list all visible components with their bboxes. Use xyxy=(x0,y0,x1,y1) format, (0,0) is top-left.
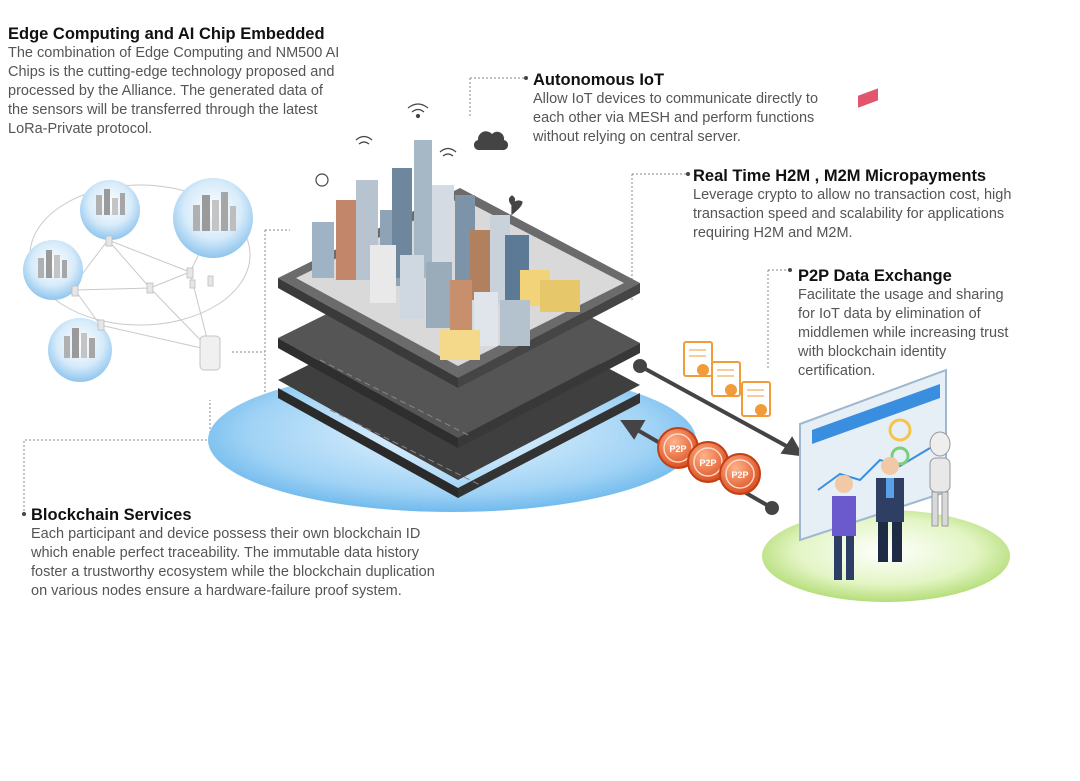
p2p-coin: P2P xyxy=(719,453,761,495)
city-bubble xyxy=(173,178,253,258)
autonomous-line: Allow IoT devices to communicate directl… xyxy=(533,91,819,107)
bullet xyxy=(686,172,690,176)
city-bubble xyxy=(23,240,83,300)
data-exchange-arrow xyxy=(633,359,804,457)
person-businessman xyxy=(876,457,904,562)
blockchain-line: on various nodes ensure a hardware-failu… xyxy=(31,583,402,599)
svg-text:P2P: P2P xyxy=(669,444,686,454)
edge-computing-title: Edge Computing and AI Chip Embedded xyxy=(8,25,325,43)
city-bubble xyxy=(80,180,140,240)
bullet xyxy=(524,76,528,80)
person-user xyxy=(832,475,856,580)
blockchain-line: foster a trustworthy ecosystem while the… xyxy=(31,564,435,580)
svg-text:P2P: P2P xyxy=(731,470,748,480)
edge-line: The combination of Edge Computing and NM… xyxy=(8,45,340,61)
p2p-data-exchange-title: P2P Data Exchange xyxy=(798,267,952,285)
edge-line: the sensors will be transferred through … xyxy=(8,102,318,118)
edge-network xyxy=(23,178,253,382)
micropayments-title: Real Time H2M , M2M Micropayments xyxy=(693,167,987,185)
robot-icon xyxy=(929,431,951,527)
gateway-device xyxy=(199,335,221,371)
cloud-icon xyxy=(473,131,509,151)
edge-line: Chips is the cutting-edge technology pro… xyxy=(8,64,335,80)
edge-line: processed by the Alliance. The generated… xyxy=(8,83,323,99)
micropayments-line: transaction speed and scalability for ap… xyxy=(693,206,1005,222)
blockchain-line: Each participant and device possess thei… xyxy=(31,526,421,542)
p2p-line: certification. xyxy=(798,363,876,379)
blockchain-services-title: Blockchain Services xyxy=(31,506,192,524)
certificate-documents xyxy=(683,341,771,417)
globe-icon xyxy=(315,173,329,187)
micropayments-line: requiring H2M and M2M. xyxy=(693,225,853,241)
heart-icon xyxy=(508,195,523,216)
p2p-data-exchange-block: P2P Data Exchange Facilitate the usage a… xyxy=(798,266,1068,381)
smart-city-stack xyxy=(278,103,640,498)
blockchain-line: which enable perfect traceability. The i… xyxy=(31,545,419,561)
city-bubble xyxy=(48,318,112,382)
p2p-coin: P2P xyxy=(687,441,729,483)
autonomous-iot-title: Autonomous IoT xyxy=(533,71,665,89)
bullet xyxy=(22,512,26,516)
autonomous-line: each other via MESH and perform function… xyxy=(533,110,815,126)
p2p-line: middlemen while increasing trust xyxy=(798,325,1009,341)
micropayments-line: Leverage crypto to allow no transaction … xyxy=(693,187,1012,203)
p2p-line: Facilitate the usage and sharing xyxy=(798,287,1004,303)
autonomous-iot-block: Autonomous IoT Allow IoT devices to comm… xyxy=(533,70,873,147)
edge-line: LoRa-Private protocol. xyxy=(8,121,153,137)
autonomous-line: without relying on central server. xyxy=(533,129,741,145)
svg-text:P2P: P2P xyxy=(699,458,716,468)
payment-arrow xyxy=(620,420,779,515)
p2p-line: for IoT data by elimination of xyxy=(798,306,981,322)
edge-computing-block: Edge Computing and AI Chip Embedded The … xyxy=(8,24,408,139)
wifi-icon xyxy=(439,147,457,157)
p2p-line: with blockchain identity xyxy=(798,344,947,360)
bullet xyxy=(788,268,792,272)
micropayments-block: Real Time H2M , M2M Micropayments Levera… xyxy=(693,166,1073,243)
wifi-icon xyxy=(355,135,373,145)
blockchain-services-block: Blockchain Services Each participant and… xyxy=(31,505,511,601)
wifi-icon xyxy=(407,103,429,119)
